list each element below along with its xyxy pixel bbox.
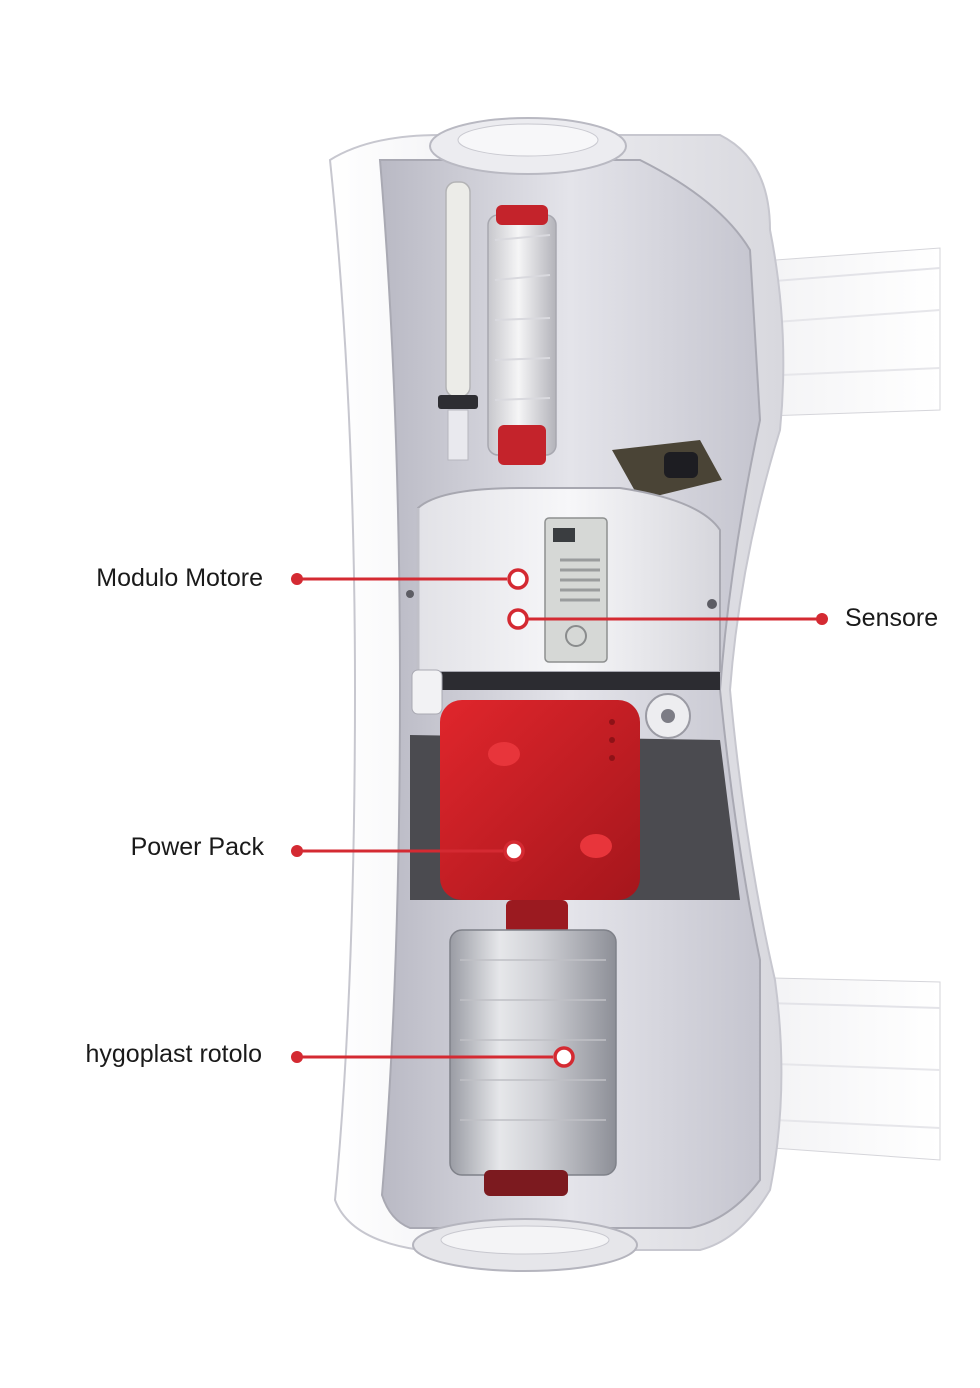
callout-sensor-dot <box>816 613 828 625</box>
callout-roll-dot <box>291 1051 303 1063</box>
callout-power: Power Pack <box>131 833 525 862</box>
callout-power-ring <box>503 840 525 862</box>
latch <box>411 669 443 715</box>
callout-roll: hygoplast rotolo <box>85 1040 575 1068</box>
callout-sensor: Sensore <box>507 604 938 632</box>
bottom-film-roll <box>449 929 617 1196</box>
roll-spindle-top <box>506 900 568 934</box>
callout-sensor-label: Sensore <box>845 604 938 632</box>
sensor-window <box>544 517 608 663</box>
divider-plate <box>420 672 720 690</box>
callout-motor-dot <box>291 573 303 585</box>
screw <box>406 590 414 598</box>
callout-motor-label: Modulo Motore <box>96 564 263 592</box>
screw <box>707 599 717 609</box>
callout-power-dot <box>291 845 303 857</box>
callout-sensor-ring <box>507 608 529 630</box>
power-pack <box>440 700 640 900</box>
callout-roll-label: hygoplast rotolo <box>85 1040 262 1068</box>
callout-roll-ring <box>553 1046 575 1068</box>
top-film-roll <box>487 205 557 465</box>
guide-rod <box>438 181 478 461</box>
callout-power-label: Power Pack <box>131 833 265 861</box>
circuit-board <box>612 440 722 500</box>
callout-motor-ring <box>507 568 529 590</box>
callout-motor: Modulo Motore <box>96 564 529 592</box>
gear-wheel <box>645 693 691 739</box>
